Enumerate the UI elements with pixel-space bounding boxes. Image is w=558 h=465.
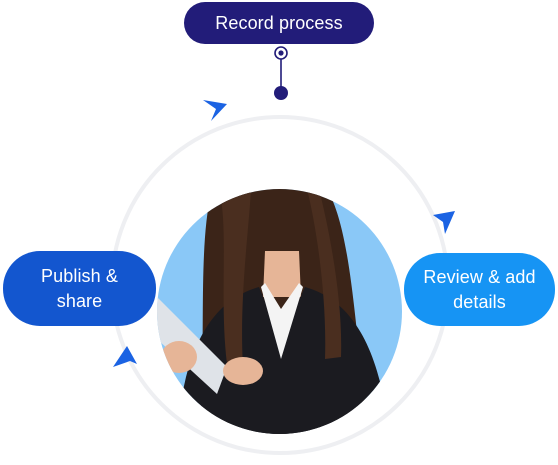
step-review-label: Review & add details — [423, 266, 536, 312]
woman-with-tablet-photo — [157, 189, 402, 434]
step-review-add-details[interactable]: Review & add details — [404, 253, 555, 326]
step-record-process[interactable]: Record process — [184, 2, 374, 44]
connector-node-dot — [274, 86, 288, 100]
step-publish-share[interactable]: Publish & share — [3, 251, 156, 326]
record-connector — [274, 46, 288, 100]
arrow-top-left-icon — [203, 100, 227, 121]
arrow-right-icon — [433, 211, 455, 234]
arrow-bottom-left-icon — [113, 346, 137, 367]
step-publish-label: Publish & share — [41, 265, 118, 311]
step-record-label: Record process — [215, 12, 343, 33]
